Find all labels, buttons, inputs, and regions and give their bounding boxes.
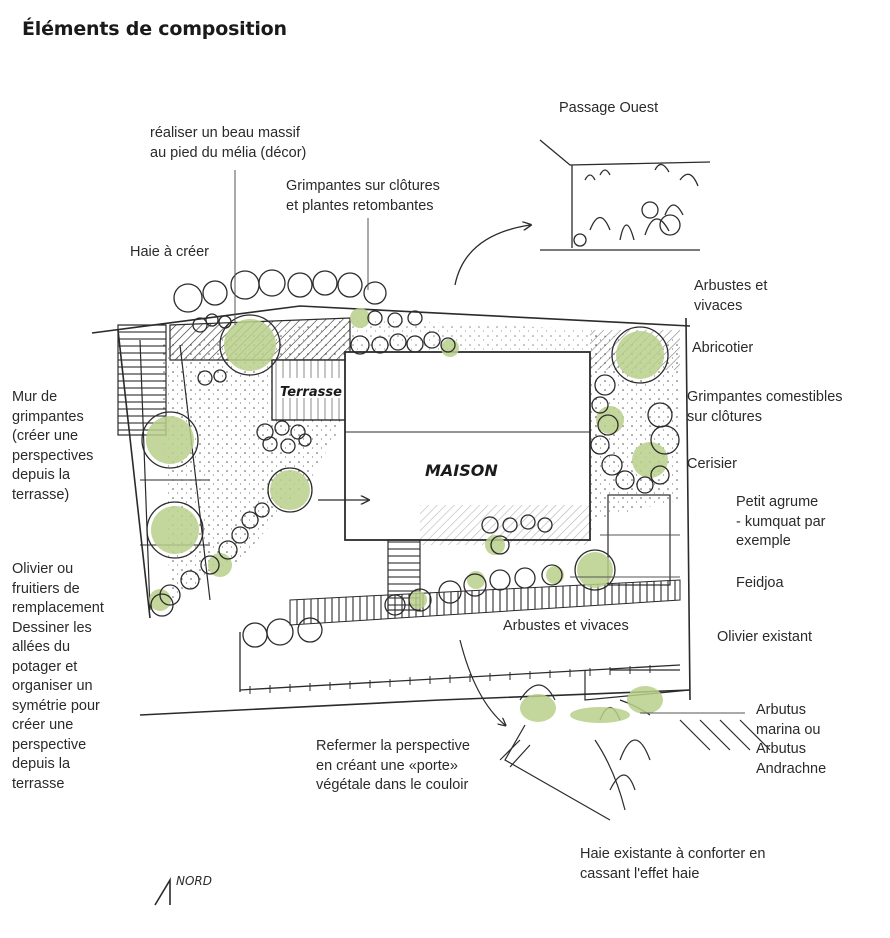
label-haie: Haie à créer — [130, 244, 209, 260]
label-feidjoa: Feidjoa — [736, 575, 784, 591]
label-abricotier: Abricotier — [692, 340, 754, 356]
north-label: NORD — [176, 874, 212, 888]
label-grimpantes: Grimpantes sur clôtures et plantes retom… — [286, 178, 440, 214]
label-haie-existante: Haie existante à conforter en cassant l'… — [580, 846, 766, 882]
label-arbutus: Arbutus marina ou Arbutus Andrachne — [756, 702, 827, 777]
label-mur: Mur de grimpantes (créer une perspective… — [12, 389, 94, 503]
label-arbustes-vivaces-bottom: Arbustes et vivaces — [503, 618, 629, 634]
terrasse-zone: Terrasse — [169, 317, 351, 421]
label-grimpantes-comestibles: Grimpantes comestibles sur clôtures — [687, 389, 843, 425]
label-passage-ouest: Passage Ouest — [559, 100, 659, 116]
bottom-band — [289, 579, 681, 626]
terrasse-label: Terrasse — [280, 385, 342, 400]
plot-boundary — [91, 305, 691, 716]
leader-lines — [234, 170, 745, 714]
north-arrow-icon — [154, 877, 171, 906]
label-arbustes-vivaces-top: Arbustes et vivaces — [694, 278, 768, 314]
passage-ouest-sketch — [454, 139, 711, 286]
left-wall — [139, 339, 151, 611]
house: MAISON — [318, 351, 591, 545]
label-cerisier: Cerisier — [687, 456, 737, 472]
label-massif: réaliser un beau massif au pied du mélia… — [150, 125, 307, 161]
couloir-sketch — [459, 639, 771, 821]
label-refermer: Refermer la perspective en créant une «p… — [316, 738, 470, 793]
page-title: Éléments de composition — [22, 18, 287, 40]
couloir-greenery — [520, 686, 663, 723]
label-olivier: Olivier ou fruitiers de remplacement Des… — [12, 561, 104, 792]
label-agrume: Petit agrume - kumquat par exemple — [736, 494, 826, 549]
house-label: MAISON — [425, 461, 498, 480]
label-olivier-existant: Olivier existant — [717, 629, 813, 645]
shrub-outlines — [141, 269, 680, 648]
